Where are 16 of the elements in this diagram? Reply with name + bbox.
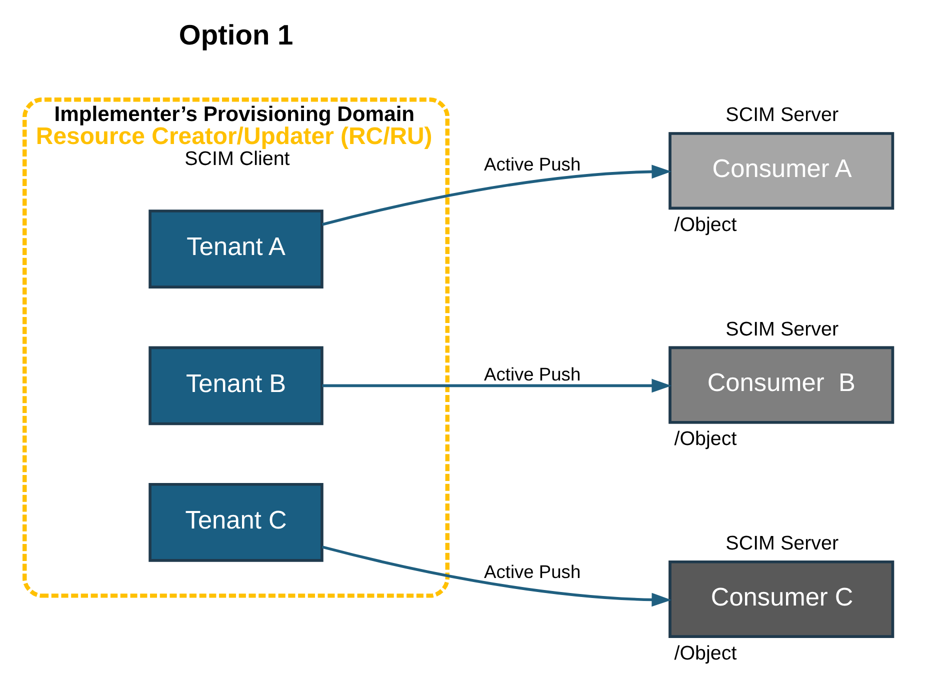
edge-label: Active Push (484, 560, 581, 582)
label: Option 1 (178, 18, 294, 51)
node-label: /Object (674, 214, 737, 236)
arrow (322, 378, 672, 393)
node-label: SCIM Server (726, 104, 839, 126)
node-box: Tenant C (148, 482, 324, 562)
arrow (322, 164, 672, 226)
node-label: SCIM Server (726, 318, 839, 340)
arrow (322, 546, 672, 607)
node-label: /Object (674, 428, 737, 450)
edge-label: Active Push (484, 154, 581, 175)
node-box: Tenant A (148, 210, 324, 288)
node-box: Tenant B (148, 346, 324, 426)
node-label: /Object (674, 642, 737, 664)
node-label: SCIM Server (726, 532, 839, 554)
edge-label: Active Push (484, 364, 581, 385)
